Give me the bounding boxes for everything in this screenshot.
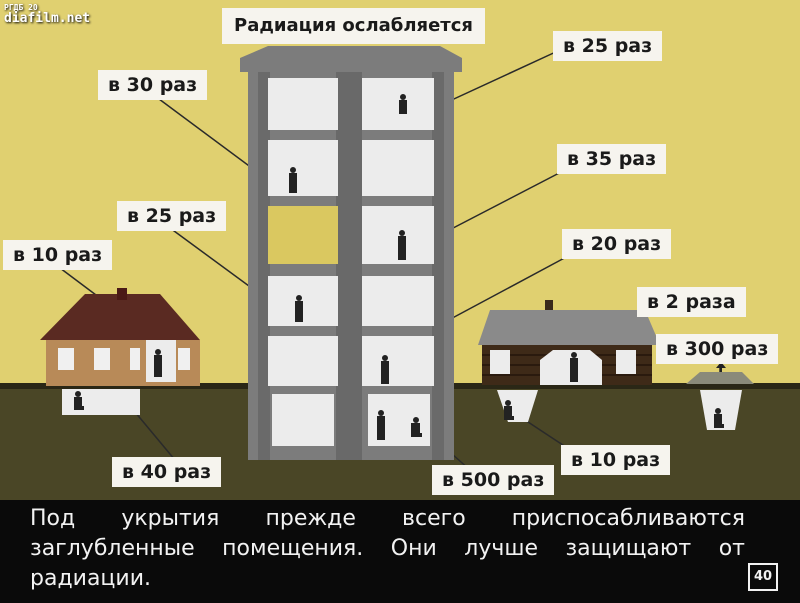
label-brick-house: в 10 раз: [3, 240, 113, 270]
brick-house: [40, 288, 200, 415]
wooden-house: [478, 300, 660, 422]
label-tower-mid-left: в 25 раз: [117, 201, 227, 231]
label-wooden-house: в 2 раза: [637, 287, 746, 317]
frame-title: Радиация ослабляется: [222, 8, 485, 44]
caption-panel: [0, 500, 800, 603]
watermark: РГДБ 20 diafilm.net: [4, 4, 90, 26]
multistory-building: [240, 46, 462, 460]
label-tower-lower-right: в 20 раз: [562, 229, 672, 259]
illustration: [0, 0, 800, 500]
dugout-shelter: [686, 362, 754, 430]
label-wooden-cellar: в 10 раз: [561, 445, 671, 475]
label-tower-top: в 25 раз: [553, 31, 663, 61]
label-tower-basement: в 500 раз: [432, 465, 555, 495]
people: [289, 94, 422, 440]
label-tower-mid-right: в 35 раз: [557, 144, 667, 174]
label-brick-cellar: в 40 раз: [112, 457, 222, 487]
caption-text: Под укрытия прежде всего приспосабливают…: [30, 506, 745, 591]
label-dugout: в 300 раз: [656, 334, 779, 364]
label-tower-upper-left: в 30 раз: [98, 70, 208, 100]
frame-number: 40: [748, 563, 778, 591]
archive-mark: РГДБ 20: [4, 3, 38, 12]
site-name: diafilm.net: [4, 11, 91, 26]
